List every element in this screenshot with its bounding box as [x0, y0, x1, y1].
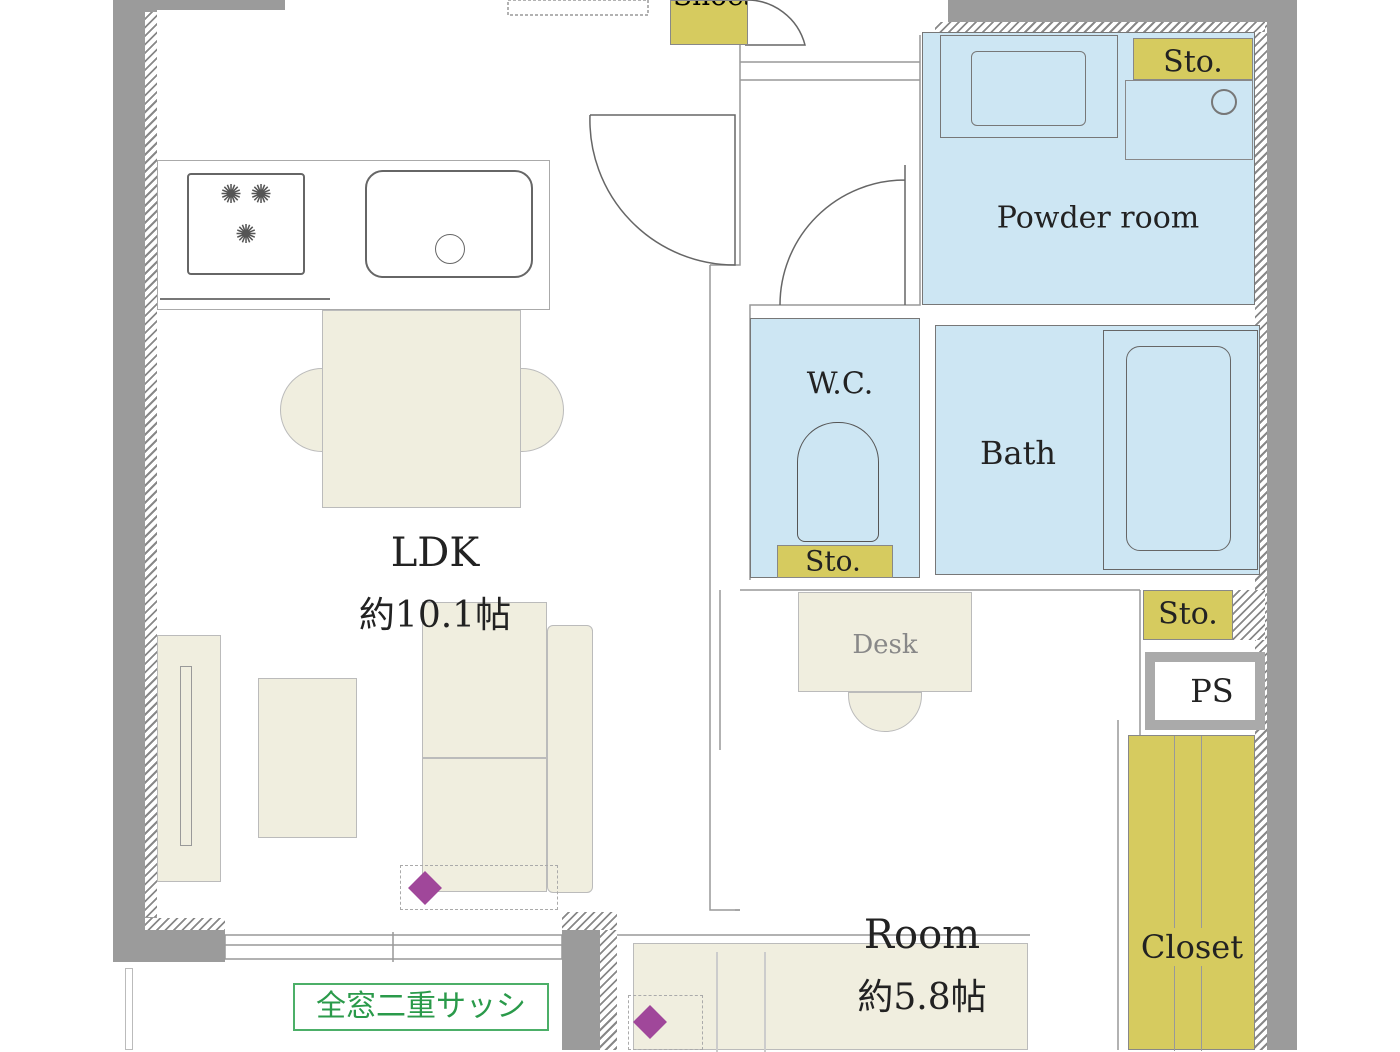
closet-label: Closet — [1140, 928, 1244, 966]
wall-bottom-mid-hatch2 — [600, 930, 617, 1050]
powder-storage — [1133, 38, 1253, 80]
sofa — [422, 602, 547, 892]
sofa-seat-divider — [422, 757, 547, 759]
washer-icon — [1125, 80, 1253, 160]
tv-board — [157, 635, 221, 882]
ldk-label: LDK — [390, 530, 480, 576]
desk-label: Desk — [852, 630, 918, 660]
low-table — [258, 678, 357, 838]
dining-table — [322, 310, 521, 508]
sink-icon — [365, 170, 533, 278]
wall-top-right — [948, 0, 1297, 22]
wc-label: W.C. — [806, 366, 874, 402]
bath-room — [935, 325, 1260, 575]
door-shoes-swing — [745, 0, 806, 46]
desk — [798, 592, 972, 692]
wall-top-right-hatch — [935, 22, 1265, 32]
bath-label: Bath — [979, 434, 1057, 472]
room-label: Room — [863, 912, 981, 958]
powder-room-label: Powder room — [996, 200, 1200, 236]
hall-storage-label: Sto. — [1158, 596, 1218, 632]
wc-storage-label: Sto. — [805, 544, 861, 578]
wc-storage — [777, 545, 893, 578]
ps-label: PS — [1190, 672, 1234, 710]
ldk-size: 約10.1帖 — [358, 595, 512, 636]
double-sash-text: 全窓二重サッシ — [316, 989, 526, 1024]
marker-area — [400, 865, 558, 910]
stove-icon: ✺ ✺✺ — [187, 173, 305, 275]
room-size: 約5.8帖 — [857, 977, 987, 1018]
kitchen-counter — [157, 160, 550, 310]
wall-bottom-mid — [562, 930, 602, 1050]
interior-wall — [709, 40, 741, 911]
hall-storage — [1143, 590, 1233, 640]
closet — [1128, 735, 1255, 1051]
washbasin-icon — [940, 35, 1118, 138]
wall-bottom-left-hatch — [145, 918, 225, 930]
shoes-label: Shoes — [673, 1, 747, 12]
powder-storage-label: Sto. — [1163, 44, 1223, 80]
wall-left-hatch — [145, 12, 157, 917]
bathtub-icon — [1103, 330, 1258, 570]
double-sash-callout: 全窓二重サッシ — [293, 983, 549, 1031]
door-powder-swing — [779, 165, 906, 306]
wall-right — [1265, 0, 1297, 1050]
door-entry-swing — [589, 114, 736, 266]
ps-box — [1145, 652, 1265, 730]
shoes-storage: Shoes — [670, 0, 748, 45]
wall-right-hatch — [1255, 22, 1267, 1050]
hall-storage-hatch — [1233, 590, 1265, 640]
toilet-icon — [797, 422, 879, 542]
sofa-back — [547, 625, 593, 893]
wall-bottom-mid-hatch — [562, 912, 617, 930]
counter-edge — [160, 298, 330, 300]
entry-mat — [507, 0, 649, 16]
wall-top-left — [113, 0, 285, 10]
